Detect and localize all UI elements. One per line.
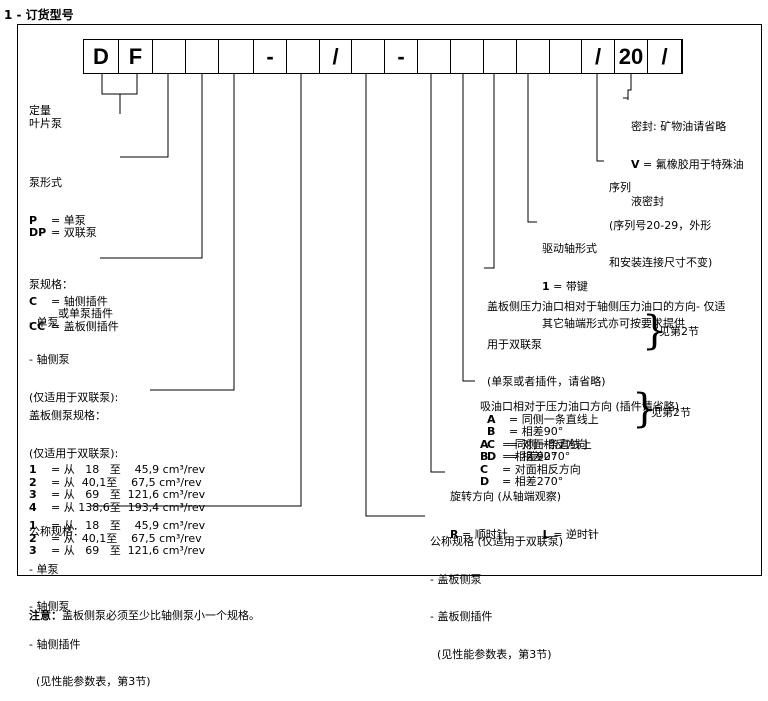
option-row: C= 对面相反方向 bbox=[480, 462, 581, 476]
brace: } bbox=[642, 308, 668, 354]
rotation-block: 旋转方向 (从轴端观察) R = 顺时针 L = 逆时针 bbox=[450, 490, 599, 541]
option-row: DP= 双联泵 bbox=[29, 226, 97, 239]
nominal-size-block: 公称规格： - 单泵 - 轴侧泵 - 轴侧插件 (见性能参数表，第3节) bbox=[29, 525, 151, 688]
fixed-vane-pump-label: 定量叶片泵 bbox=[29, 104, 62, 130]
leader-lines bbox=[90, 74, 632, 517]
option-row: A= 同侧一条直线上 bbox=[487, 412, 599, 426]
option-row: 或单泵插件 bbox=[51, 307, 113, 320]
option-row: 2= 从 40,1至 67,5 cm³/rev bbox=[29, 475, 202, 489]
option-row: B= 相差90° bbox=[487, 425, 564, 438]
section-title: 1 - 订货型号 bbox=[4, 8, 74, 22]
option-row: B= 相差90° bbox=[480, 450, 557, 463]
option-row: 3= 从 69 至 121,6 cm³/rev bbox=[29, 544, 206, 557]
see-section-2: 见第2节 bbox=[651, 406, 691, 419]
option-row: D= 相差270° bbox=[487, 450, 571, 463]
option-row: D= 相差270° bbox=[480, 475, 564, 488]
option-row: A= 同侧一条直线上 bbox=[480, 437, 592, 451]
drive-shaft-block: 驱动轴形式 1 = 带键 其它轴端形式亦可按要求提供 bbox=[542, 242, 685, 330]
option-row: 1= 从 18 至 45,9 cm³/rev bbox=[29, 463, 206, 476]
option-row: 2= 从 40,1至 67,5 cm³/rev bbox=[29, 531, 202, 545]
option-row: 4= 从 138,6至 193,4 cm³/rev bbox=[29, 500, 206, 514]
series-block: 序列 (序列号20-29，外形 和安装连接尺寸不变) bbox=[609, 181, 713, 269]
brace: } bbox=[632, 386, 658, 432]
option-row: P= 单泵 bbox=[29, 213, 86, 227]
order-code-frame bbox=[17, 24, 762, 576]
seal-block: 密封: 矿物油请省略 V = 氟橡胶用于特殊油 液密封 bbox=[631, 120, 744, 208]
option-row: C= 对面相反方向 bbox=[487, 437, 588, 451]
pump-size-block: 泵规格： - 单泵 - 轴侧泵 (仅适用于双联泵): 1= 从 18 至 45,… bbox=[29, 278, 206, 514]
option-row: C= 轴侧插件 bbox=[29, 294, 108, 308]
cover-pressure-port-block: 盖板侧压力油口相对于轴侧压力油口的方向- 仅适 用于双联泵 (单泵或者插件，请省… bbox=[487, 300, 726, 463]
option-row: 3= 从 69 至 121,6 cm³/rev bbox=[29, 488, 206, 501]
see-section-2: 见第2节 bbox=[659, 325, 699, 338]
code-box bbox=[681, 39, 683, 74]
option-row: CC= 盖板侧插件 bbox=[29, 319, 119, 333]
option-row: 1= 从 18 至 45,9 cm³/rev bbox=[29, 519, 206, 532]
